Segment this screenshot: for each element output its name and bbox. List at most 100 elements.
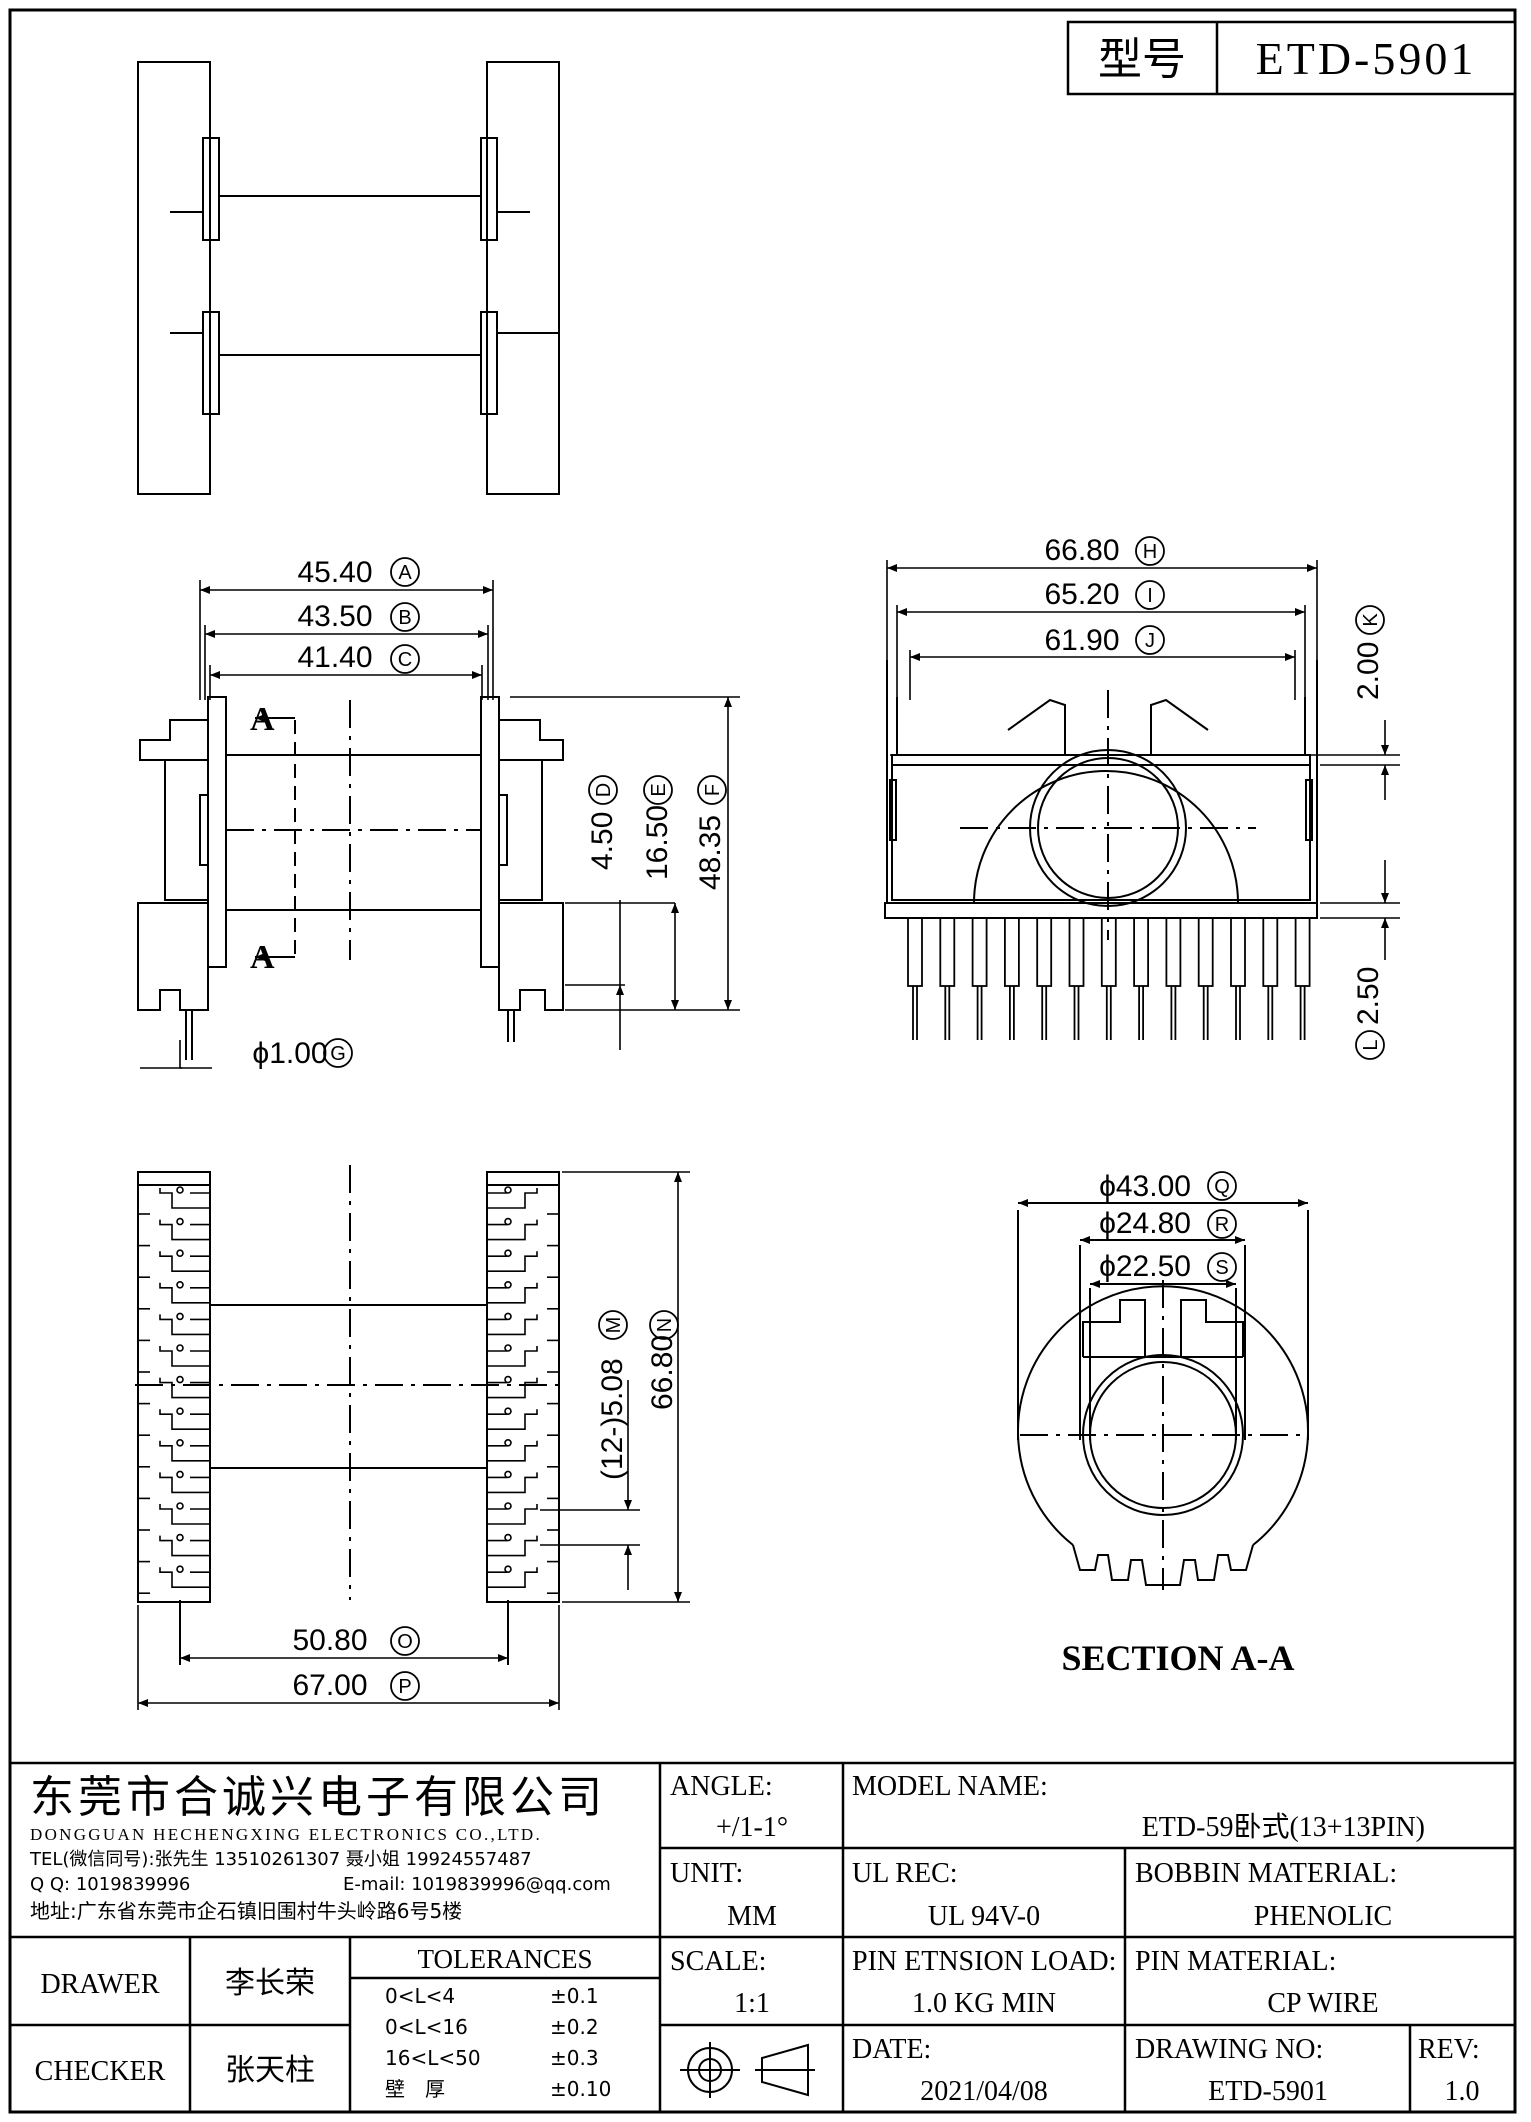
bottom-pin-left bbox=[138, 1439, 211, 1468]
unit-value: MM bbox=[727, 1901, 777, 1932]
svg-text:N: N bbox=[654, 1318, 676, 1332]
front-view bbox=[137, 696, 564, 1060]
side-view-dimension-labels: 66.80 65.20 61.90 2.00 2.50 bbox=[1044, 534, 1385, 1025]
tolerance-row: 壁 厚 ±0.10 bbox=[385, 2077, 611, 2101]
dim-h-value: 66.80 bbox=[1044, 534, 1119, 567]
svg-text:S: S bbox=[1215, 1257, 1228, 1279]
section-a-a-labels: ϕ43.00 ϕ24.80 ϕ22.50 SECTION A-A bbox=[1061, 1170, 1294, 1678]
bottom-pin-left bbox=[138, 1533, 211, 1563]
bottom-pin-left bbox=[138, 1375, 211, 1405]
dim-n-value: 66.80 bbox=[646, 1335, 679, 1410]
drawer-name: 李长荣 bbox=[225, 1966, 315, 2001]
tolerance-row: 0<L<4±0.1 bbox=[385, 1984, 599, 2008]
bottom-pin-right bbox=[486, 1186, 559, 1215]
ul-rec-label: UL REC: bbox=[852, 1858, 958, 1889]
marker-h: H bbox=[1135, 536, 1165, 566]
model-name-value: ETD-59卧式(13+13PIN) bbox=[1142, 1811, 1425, 1843]
dim-s-value: ϕ22.50 bbox=[1099, 1250, 1191, 1283]
pin-material-value: CP WIRE bbox=[1267, 1988, 1378, 2019]
title-block bbox=[10, 1761, 1515, 2112]
tolerance-range: 0<L<16 bbox=[385, 2015, 468, 2039]
bobbin-material-value: PHENOLIC bbox=[1254, 1901, 1392, 1932]
date-value: 2021/04/08 bbox=[920, 2076, 1048, 2107]
marker-s: S bbox=[1207, 1252, 1237, 1282]
section-cut-label-bottom: A bbox=[250, 939, 275, 976]
header-model-label: 型号 bbox=[1098, 34, 1186, 85]
angle-value: +/1-1° bbox=[716, 1812, 788, 1843]
marker-k: K bbox=[1355, 605, 1385, 635]
bottom-pin-right bbox=[486, 1502, 559, 1531]
checker-label: CHECKER bbox=[35, 2056, 166, 2087]
header-model-value: ETD-5901 bbox=[1256, 33, 1477, 84]
svg-text:G: G bbox=[330, 1043, 346, 1065]
svg-text:B: B bbox=[398, 607, 411, 629]
side-pin bbox=[1230, 917, 1246, 1040]
side-pin bbox=[971, 917, 988, 1040]
tolerance-row: 0<L<16 ±0.2 bbox=[385, 2015, 599, 2039]
tolerance-value: ±0.10 bbox=[550, 2077, 611, 2101]
marker-f: F bbox=[697, 775, 727, 805]
svg-text:M: M bbox=[603, 1317, 625, 1334]
company-info: 东莞市合诚兴电子有限公司 DONGGUAN HECHENGXING ELECTR… bbox=[29, 1772, 611, 1923]
svg-text:E: E bbox=[648, 783, 670, 796]
side-pin bbox=[939, 917, 956, 1040]
marker-p: P bbox=[390, 1671, 420, 1701]
front-view-dimensions bbox=[140, 580, 740, 1069]
side-pin bbox=[1068, 917, 1085, 1040]
angle-label: ANGLE: bbox=[670, 1771, 773, 1802]
marker-r: R bbox=[1207, 1209, 1237, 1239]
dim-a-value: 45.40 bbox=[297, 556, 372, 589]
side-pin bbox=[1133, 917, 1149, 1040]
bottom-pin-right bbox=[486, 1217, 559, 1247]
pin-tension-value: 1.0 KG MIN bbox=[912, 1988, 1056, 2019]
dim-d-value: 4.50 bbox=[586, 812, 619, 870]
drawing-no-label: DRAWING NO: bbox=[1135, 2034, 1323, 2065]
bottom-pin-right bbox=[486, 1439, 559, 1468]
tolerances-label: TOLERANCES bbox=[417, 1944, 592, 1974]
tolerance-value: ±0.2 bbox=[550, 2015, 599, 2039]
svg-text:C: C bbox=[398, 649, 412, 671]
dim-g-value: ϕ1.00 bbox=[252, 1037, 327, 1070]
dim-r-value: ϕ24.80 bbox=[1099, 1207, 1191, 1240]
tolerance-range: 壁 厚 bbox=[385, 2077, 445, 2101]
marker-j: J bbox=[1135, 625, 1165, 655]
marker-o: O bbox=[390, 1626, 420, 1656]
bottom-view-dimension-labels: (12-)5.08 66.80 50.80 67.00 bbox=[292, 1335, 679, 1702]
pin-material-label: PIN MATERIAL: bbox=[1135, 1946, 1336, 1977]
bottom-view-dimensions bbox=[137, 1171, 690, 1710]
dim-b-value: 43.50 bbox=[297, 600, 372, 633]
bottom-pin-left bbox=[138, 1407, 211, 1436]
marker-i: I bbox=[1135, 580, 1165, 610]
bottom-view-pins bbox=[138, 1186, 559, 1594]
dim-p-value: 67.00 bbox=[292, 1669, 367, 1702]
tolerance-row: 16<L<50±0.3 bbox=[385, 2046, 599, 2070]
side-pin bbox=[1036, 917, 1053, 1040]
tolerance-table: 0<L<4±0.1 0<L<16 ±0.2 16<L<50±0.3 壁 厚 ±0.10 bbox=[385, 1984, 611, 2101]
dim-o-value: 50.80 bbox=[292, 1624, 367, 1657]
bottom-pin-right bbox=[486, 1565, 559, 1594]
tolerance-value: ±0.3 bbox=[550, 2046, 599, 2070]
side-pin bbox=[1100, 917, 1117, 1040]
top-view bbox=[137, 61, 560, 495]
title-block-text: ANGLE: +/1-1° UNIT: MM SCALE: 1:1 MODEL … bbox=[35, 1771, 1480, 2107]
bottom-pin-right bbox=[486, 1312, 559, 1342]
checker-name: 张天柱 bbox=[225, 2053, 315, 2088]
company-name-en: DONGGUAN HECHENGXING ELECTRONICS CO.,LTD… bbox=[30, 1825, 542, 1844]
projection-symbol-icon bbox=[680, 2042, 815, 2098]
svg-text:J: J bbox=[1145, 630, 1155, 652]
header-model-box: 型号 ETD-5901 bbox=[1066, 20, 1517, 96]
svg-text:K: K bbox=[1360, 613, 1382, 627]
bottom-pin-right bbox=[486, 1375, 559, 1405]
bottom-pin-left bbox=[138, 1249, 211, 1278]
rev-label: REV: bbox=[1418, 2034, 1480, 2065]
sheet-border bbox=[8, 8, 1517, 2114]
svg-text:F: F bbox=[702, 784, 724, 796]
marker-c: C bbox=[390, 644, 420, 674]
side-pin bbox=[1165, 917, 1182, 1040]
bottom-pin-left bbox=[138, 1186, 211, 1215]
svg-text:Q: Q bbox=[1214, 1176, 1230, 1198]
dim-j-value: 61.90 bbox=[1044, 624, 1119, 657]
scale-label: SCALE: bbox=[670, 1946, 766, 1977]
svg-text:R: R bbox=[1215, 1214, 1229, 1236]
bottom-pin-right bbox=[486, 1344, 559, 1373]
